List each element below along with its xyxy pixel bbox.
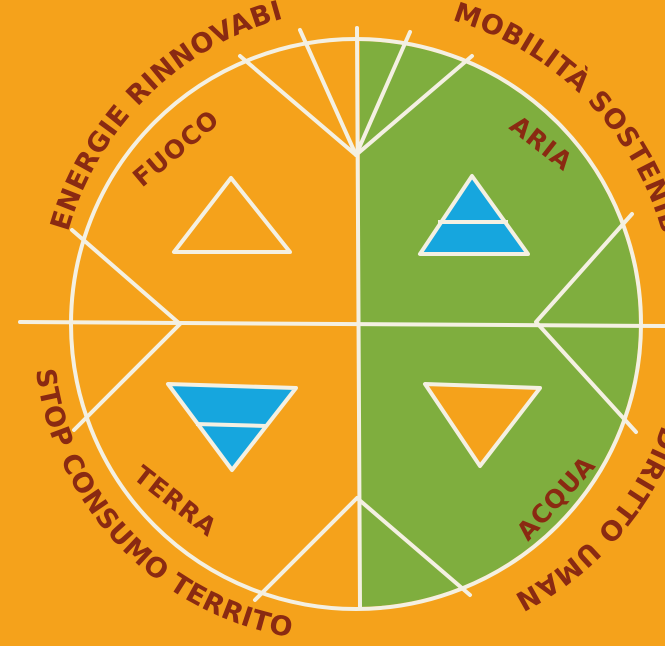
- label-energie-rinnovabili: ENERGIE RINNOVABILI: [0, 0, 286, 234]
- wheel-dividers: [18, 26, 665, 610]
- label-fuoco: FUOCO: [127, 104, 225, 193]
- earth-triangle-line: [195, 422, 267, 428]
- label-terra: TERRA: [128, 460, 222, 543]
- water-triangle-icon: [423, 382, 542, 468]
- air-triangle-icon: [418, 174, 530, 256]
- fire-triangle-icon: [172, 176, 292, 254]
